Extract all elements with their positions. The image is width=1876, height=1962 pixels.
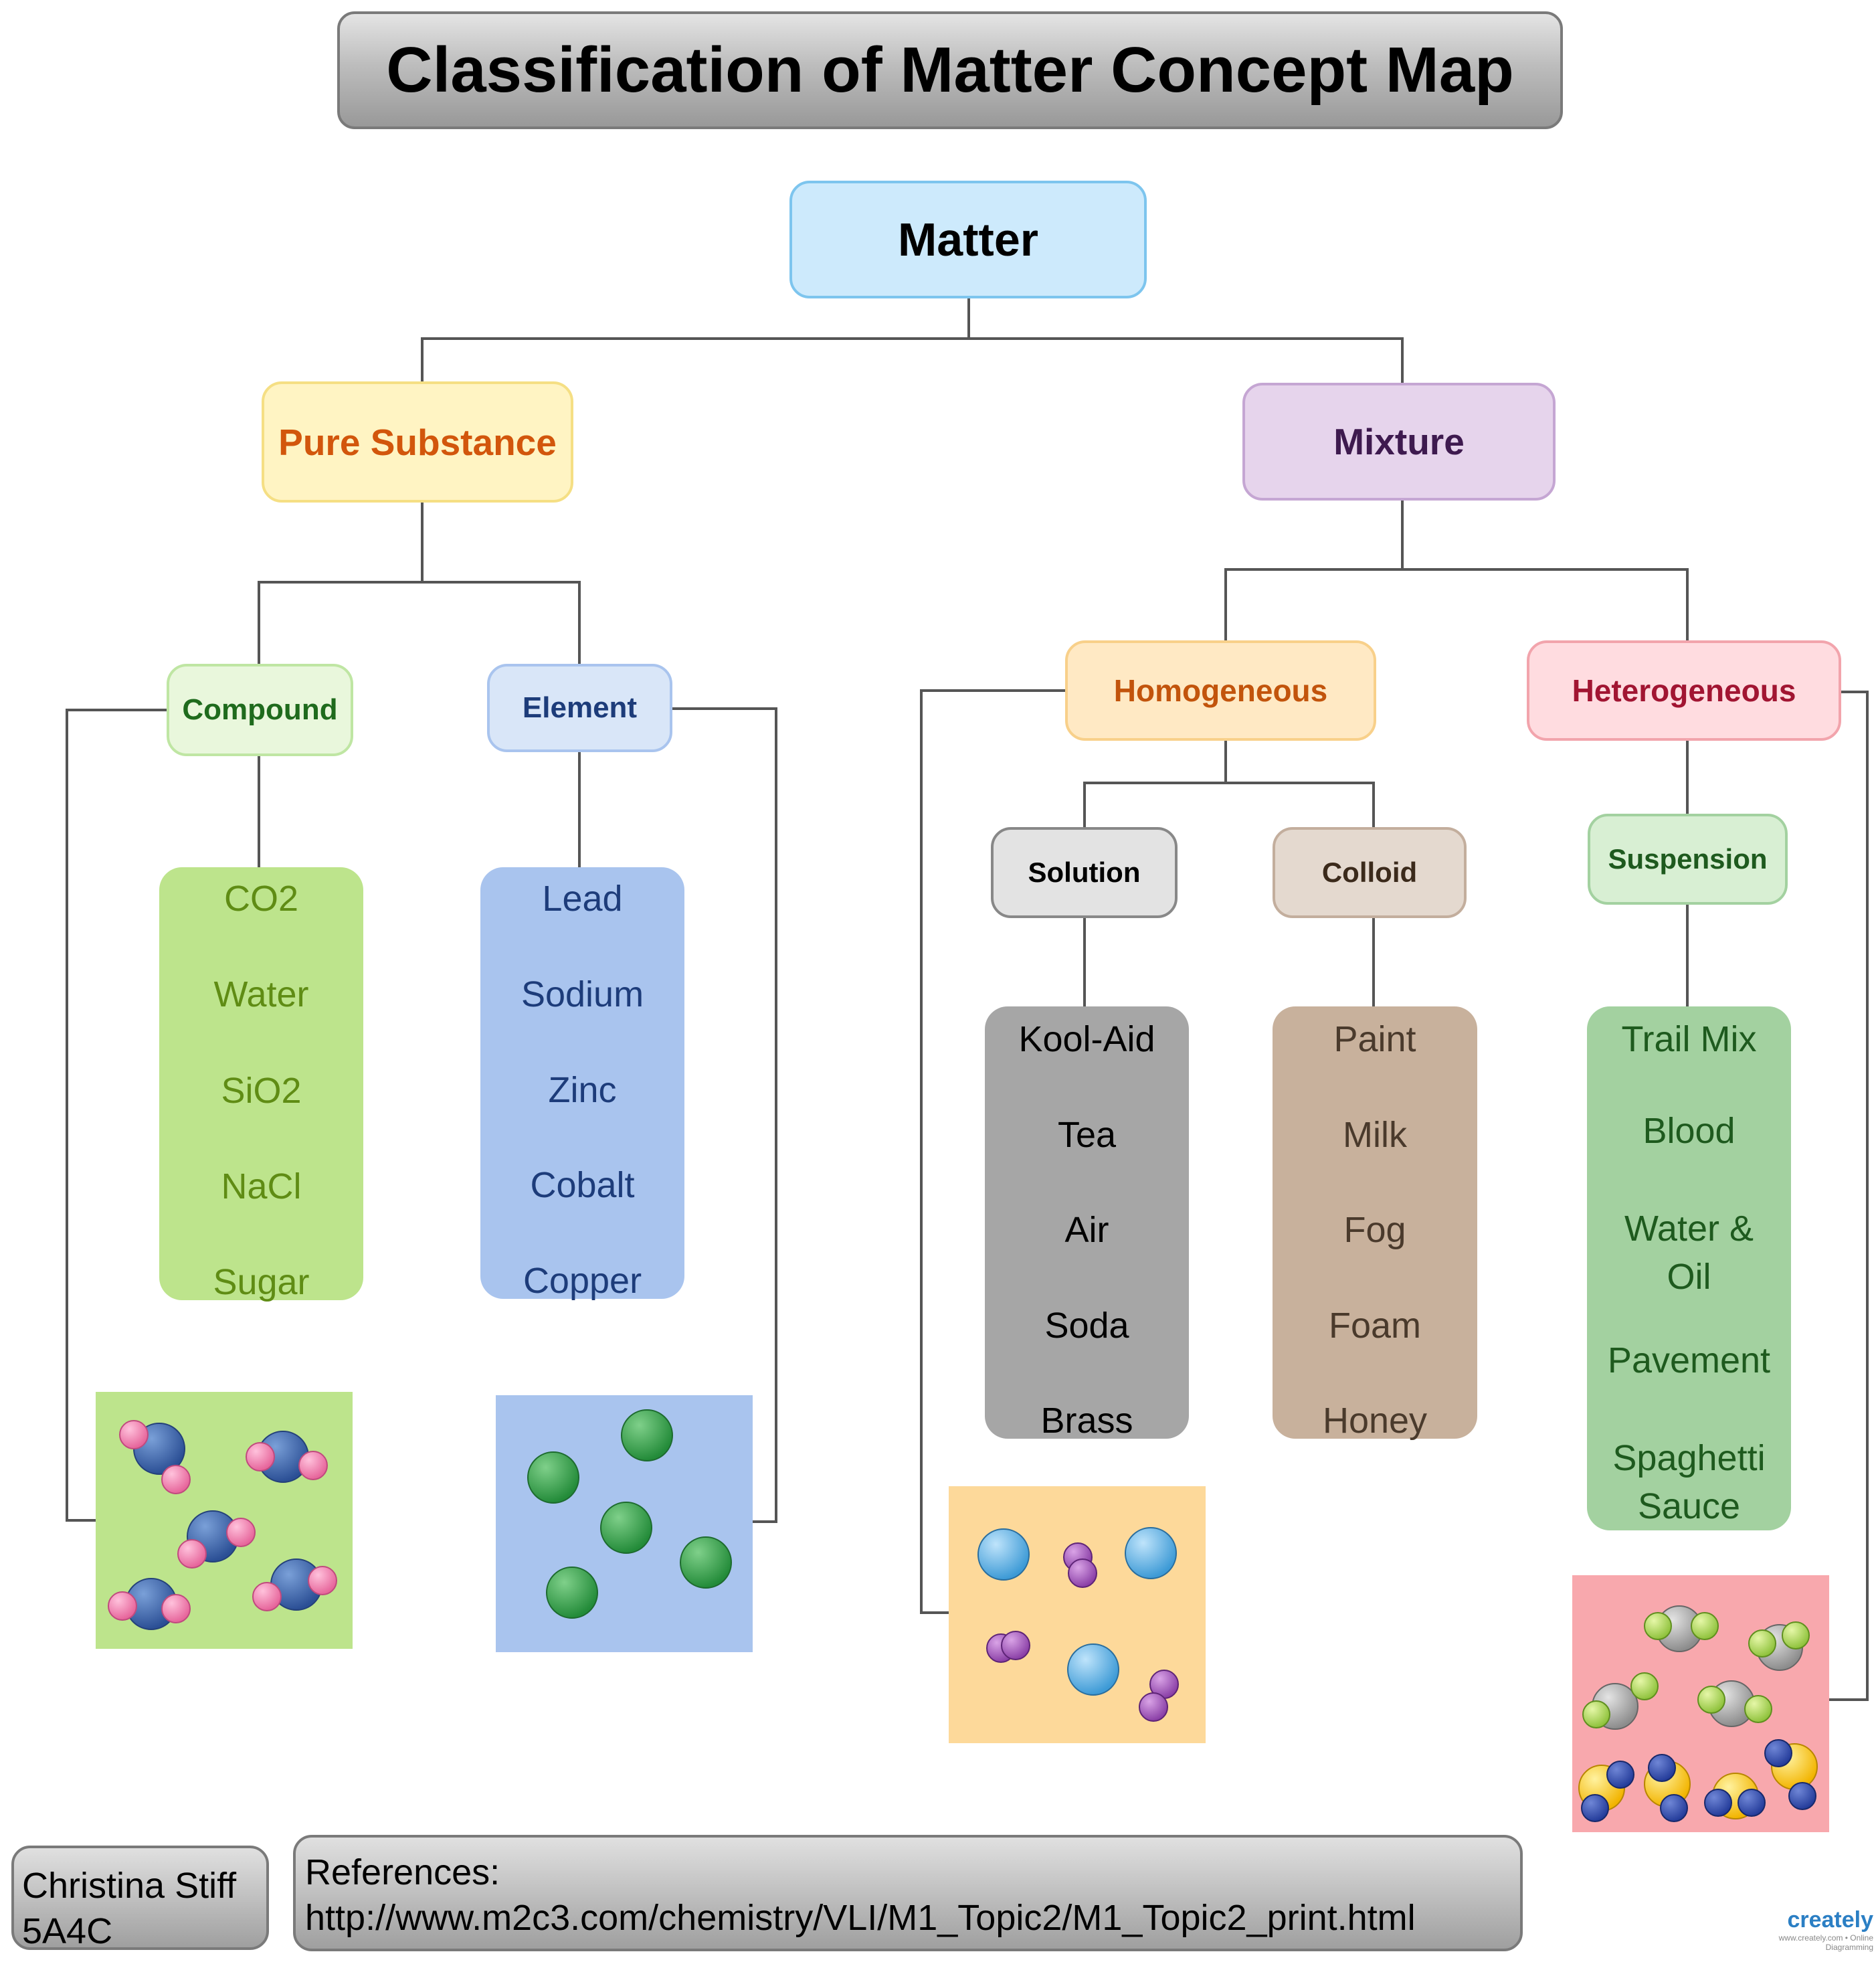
atom-icon bbox=[621, 1409, 673, 1461]
connector-hetero-image bbox=[1828, 691, 1869, 1701]
atom-icon bbox=[680, 1536, 732, 1589]
list-item-line: Water & bbox=[1624, 1209, 1754, 1249]
list-item: Zinc bbox=[548, 1069, 617, 1110]
molecule-icon bbox=[1697, 1680, 1772, 1727]
creately-logo: creately bbox=[1787, 1907, 1873, 1933]
node-matter: Matter bbox=[789, 181, 1147, 298]
molecule-icon bbox=[1748, 1621, 1810, 1671]
molecule-icon bbox=[119, 1420, 191, 1494]
molecule-icon bbox=[1139, 1670, 1179, 1722]
list-item: Fog bbox=[1343, 1210, 1406, 1250]
molecule-icon bbox=[1644, 1754, 1691, 1822]
molecule-icon bbox=[108, 1578, 191, 1630]
list-item: Air bbox=[1064, 1210, 1109, 1250]
page-title: Classification of Matter Concept Map bbox=[337, 11, 1563, 129]
list-item: Milk bbox=[1343, 1114, 1407, 1155]
list-item: Soda bbox=[1044, 1305, 1129, 1346]
list-item: Paint bbox=[1333, 1019, 1416, 1059]
list-item: Sugar bbox=[213, 1262, 310, 1302]
references-box: References: http://www.m2c3.com/chemistr… bbox=[293, 1835, 1523, 1951]
node-element: Element bbox=[487, 664, 672, 752]
list-item: Water & Oil bbox=[1624, 1205, 1754, 1342]
connector-matter-mixture bbox=[969, 337, 1404, 383]
connector-homo-colloid bbox=[1226, 782, 1375, 828]
list-item: Foam bbox=[1328, 1305, 1422, 1346]
molecule-icon bbox=[1582, 1672, 1659, 1730]
node-pure-substance: Pure Substance bbox=[262, 381, 573, 503]
author-class: 5A4C bbox=[22, 1911, 113, 1951]
node-heterogeneous: Heterogeneous bbox=[1527, 640, 1841, 741]
list-item: Blood bbox=[1643, 1111, 1736, 1152]
list-item: Lead bbox=[542, 879, 623, 919]
connector-pure-element bbox=[422, 581, 581, 664]
colloid-examples-list: Paint Milk Fog Foam Honey bbox=[1273, 1006, 1477, 1439]
connector-pure-children bbox=[258, 502, 424, 664]
particle-icon bbox=[977, 1528, 1030, 1581]
author-name: Christina Stiff bbox=[22, 1866, 237, 1906]
creately-tagline: www.creately.com • Online Diagramming bbox=[1778, 1933, 1873, 1952]
creately-watermark: creately www.creately.com • Online Diagr… bbox=[1740, 1907, 1873, 1952]
list-item: Copper bbox=[523, 1261, 642, 1301]
molecule-icon bbox=[1063, 1542, 1097, 1588]
list-item: SiO2 bbox=[221, 1070, 302, 1111]
atom-icon bbox=[527, 1451, 579, 1504]
molecule-icon bbox=[246, 1431, 328, 1483]
connector-homo-children bbox=[1083, 741, 1227, 828]
connector-mixture-hetero bbox=[1402, 568, 1689, 640]
list-item: Kool-Aid bbox=[1018, 1019, 1155, 1059]
node-suspension: Suspension bbox=[1588, 814, 1788, 905]
particle-icon bbox=[1125, 1527, 1177, 1579]
particle-icon bbox=[1067, 1643, 1119, 1696]
node-compound: Compound bbox=[167, 664, 353, 756]
molecule-icon bbox=[1578, 1761, 1634, 1822]
node-homogeneous: Homogeneous bbox=[1065, 640, 1376, 741]
list-item: Spaghetti Sauce bbox=[1612, 1434, 1765, 1530]
solution-examples-list: Kool-Aid Tea Air Soda Brass bbox=[985, 1006, 1189, 1439]
list-item: Water bbox=[213, 974, 309, 1015]
molecule-icon bbox=[986, 1631, 1030, 1663]
references-label: References: bbox=[305, 1852, 500, 1892]
connector-mixture-children bbox=[1224, 501, 1404, 640]
list-item: Tea bbox=[1057, 1114, 1117, 1155]
element-examples-list: Lead Sodium Zinc Cobalt Copper bbox=[480, 867, 684, 1299]
list-item: Brass bbox=[1040, 1401, 1133, 1441]
compound-molecules-image bbox=[96, 1392, 353, 1649]
list-item-line: Sauce bbox=[1637, 1486, 1741, 1526]
references-link[interactable]: http://www.m2c3.com/chemistry/VLI/M1_Top… bbox=[305, 1898, 1416, 1938]
list-item-line: Oil bbox=[1667, 1257, 1711, 1298]
node-colloid: Colloid bbox=[1273, 827, 1467, 918]
heterogeneous-mixture-image bbox=[1572, 1575, 1829, 1832]
compound-examples-list: CO2 Water SiO2 NaCl Sugar bbox=[159, 867, 363, 1300]
molecule-icon bbox=[1764, 1739, 1818, 1810]
connector-matter-pure bbox=[421, 298, 970, 381]
connector-homo-image bbox=[920, 689, 1065, 1614]
connector-compound-image bbox=[66, 709, 167, 1522]
homogeneous-mixture-image bbox=[949, 1486, 1206, 1743]
list-item: NaCl bbox=[221, 1166, 302, 1207]
list-item-line: Spaghetti bbox=[1612, 1438, 1766, 1478]
node-solution: Solution bbox=[991, 827, 1178, 918]
list-item: Pavement bbox=[1607, 1340, 1771, 1380]
atom-icon bbox=[546, 1567, 598, 1619]
list-item: Cobalt bbox=[530, 1165, 635, 1206]
list-item: Trail Mix bbox=[1621, 1019, 1757, 1059]
atom-icon bbox=[600, 1502, 652, 1554]
connector-element-image bbox=[672, 707, 777, 1523]
author-box: Christina Stiff 5A4C bbox=[11, 1846, 269, 1951]
node-mixture: Mixture bbox=[1242, 383, 1556, 501]
molecule-icon bbox=[1644, 1605, 1719, 1652]
list-item: Sodium bbox=[521, 974, 644, 1014]
molecule-icon bbox=[252, 1558, 337, 1611]
list-item: CO2 bbox=[223, 879, 299, 919]
molecule-icon bbox=[177, 1510, 256, 1569]
list-item: Honey bbox=[1322, 1401, 1428, 1441]
suspension-examples-list: Trail Mix Blood Water & Oil Pavement Spa… bbox=[1587, 1006, 1791, 1530]
molecule-icon bbox=[1704, 1773, 1766, 1819]
element-atoms-image bbox=[496, 1395, 753, 1652]
